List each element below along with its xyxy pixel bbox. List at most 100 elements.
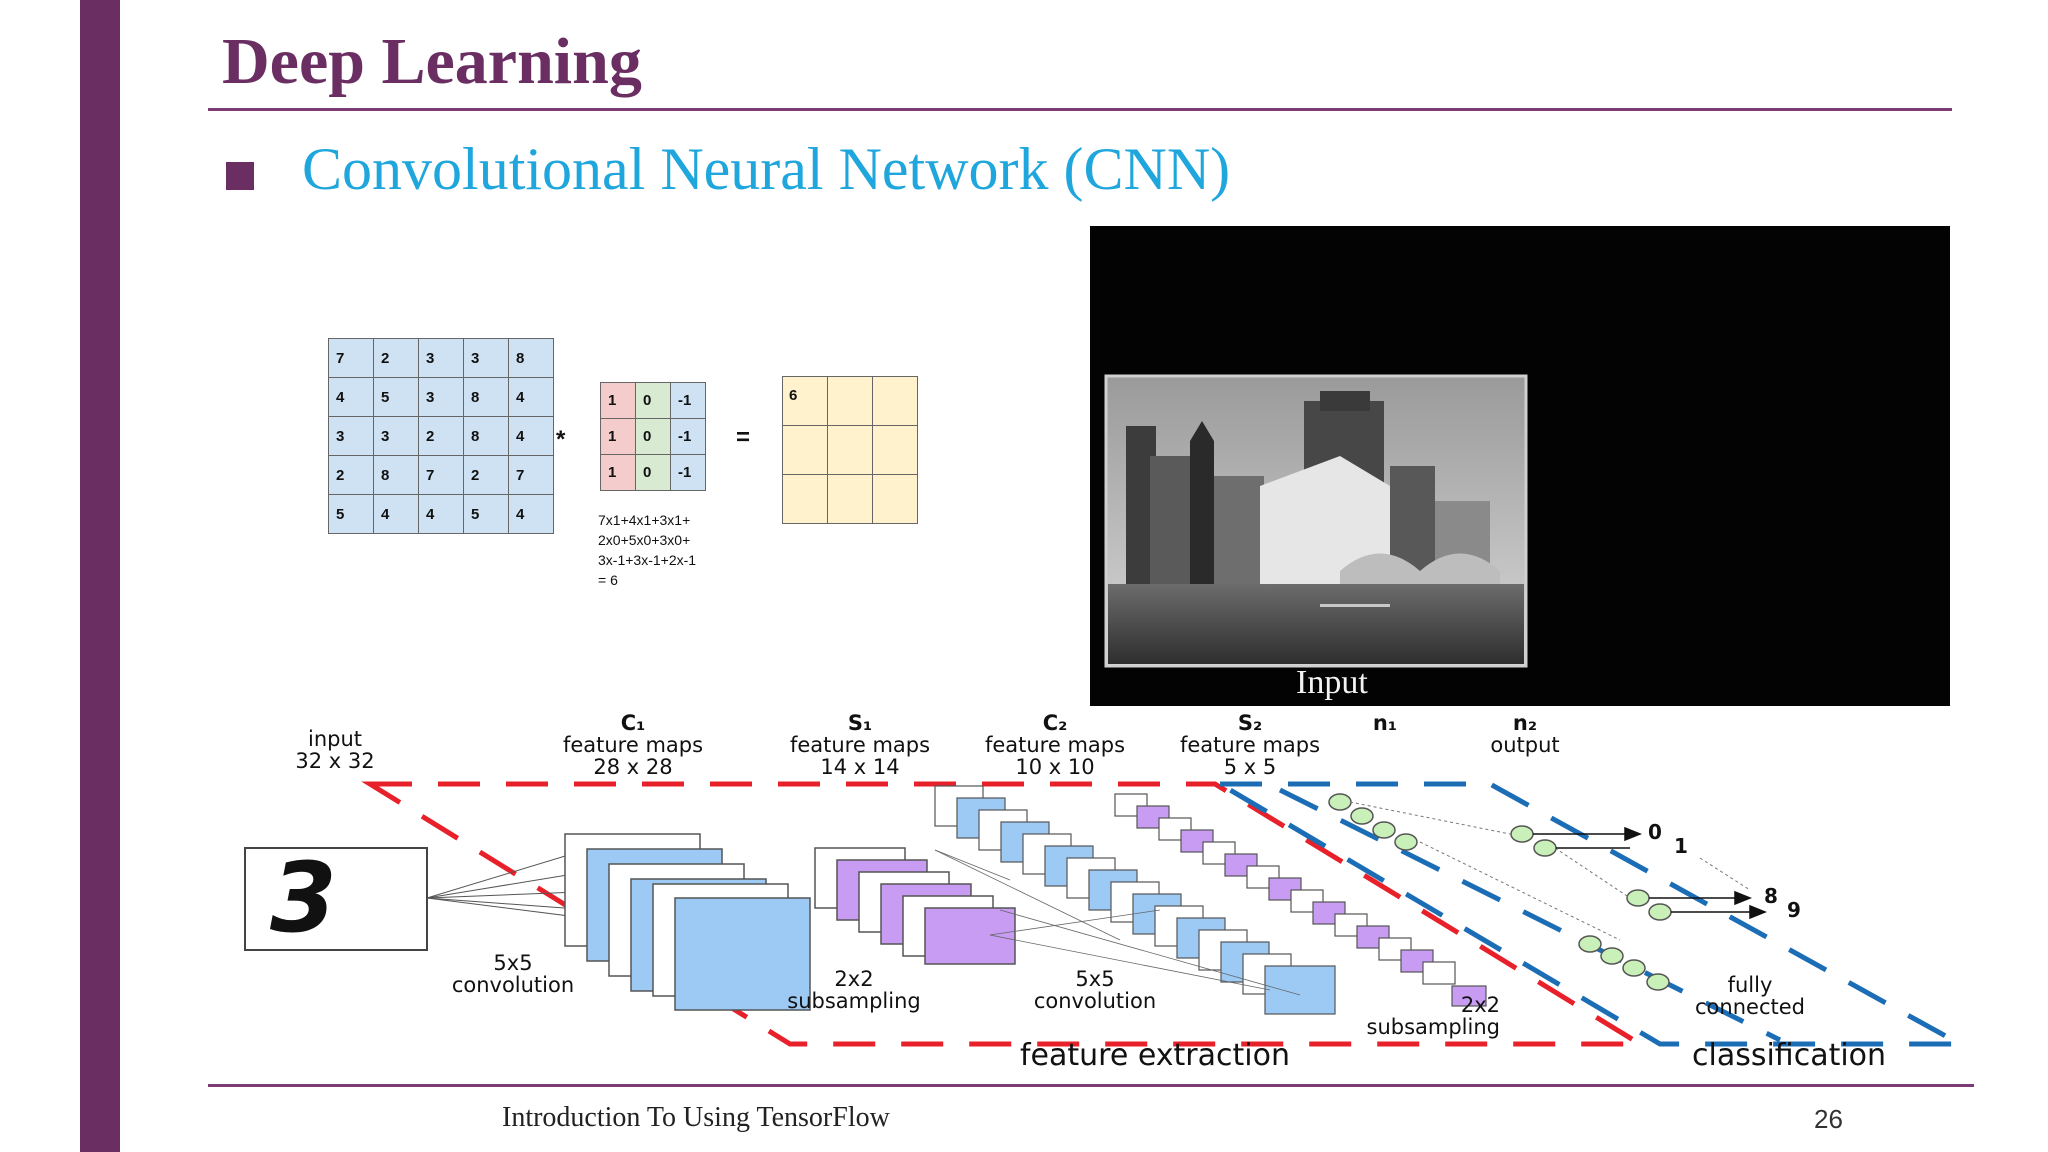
input-photo: Input bbox=[1090, 226, 1950, 706]
matrix-cell: -1 bbox=[670, 382, 706, 419]
output-digit: 8 bbox=[1764, 884, 1778, 908]
photo-caption: Input bbox=[1296, 664, 1368, 701]
matrix-cell: 3 bbox=[418, 377, 464, 417]
matrix-cell: 7 bbox=[418, 455, 464, 495]
matrix-cell: 4 bbox=[373, 494, 419, 534]
layer-name: C₁ bbox=[620, 711, 646, 735]
accent-sidebar bbox=[80, 0, 120, 1152]
layer-size: 28 x 28 bbox=[593, 755, 673, 780]
slide-title: Deep Learning bbox=[222, 25, 642, 98]
output-digit: 0 bbox=[1648, 820, 1662, 844]
equals-operator: = bbox=[736, 424, 751, 451]
footer-divider bbox=[208, 1084, 1974, 1087]
matrix-row bbox=[782, 474, 918, 524]
matrix-cell: -1 bbox=[670, 454, 706, 491]
layer-size: 10 x 10 bbox=[1015, 755, 1095, 780]
matrix-cell: 7 bbox=[508, 455, 554, 495]
layer-name: n₂ bbox=[1512, 711, 1538, 735]
layer-name: C₂ bbox=[1042, 711, 1068, 735]
layer-description: feature maps bbox=[1179, 733, 1321, 758]
input-digit: 3 bbox=[270, 842, 337, 954]
matrix-cell: 0 bbox=[635, 418, 671, 455]
matrix-cell bbox=[827, 474, 873, 524]
title-divider bbox=[208, 108, 1952, 111]
city-photo-image bbox=[1104, 374, 1528, 668]
matrix-cell: 8 bbox=[463, 416, 509, 456]
footer-title: Introduction To Using TensorFlow bbox=[502, 1102, 890, 1133]
matrix-cell: 0 bbox=[635, 382, 671, 419]
classification-label: classification bbox=[1692, 1038, 1887, 1073]
matrix-cell: 2 bbox=[328, 455, 374, 495]
output-matrix: 6 bbox=[782, 376, 918, 524]
feature-extraction-region bbox=[361, 781, 1649, 1047]
calculation-note: 7x1+4x1+3x1+ 2x0+5x0+3x0+ 3x-1+3x-1+2x-1… bbox=[598, 510, 696, 590]
matrix-cell: 3 bbox=[328, 416, 374, 456]
calculation-line: 2x0+5x0+3x0+ bbox=[598, 532, 691, 548]
bullet-text: Convolutional Neural Network (CNN) bbox=[302, 136, 1231, 202]
layer-description: output bbox=[1490, 733, 1560, 758]
layer-description: feature maps bbox=[984, 733, 1126, 758]
layer-name: S₁ bbox=[847, 711, 873, 735]
matrix-cell: 3 bbox=[373, 416, 419, 456]
matrix-cell bbox=[782, 474, 828, 524]
matrix-cell bbox=[827, 376, 873, 426]
matrix-cell: 4 bbox=[508, 494, 554, 534]
layer-description: feature maps bbox=[562, 733, 704, 758]
calculation-line: = 6 bbox=[598, 572, 618, 588]
layer-description: input bbox=[307, 727, 363, 752]
layer-size: 32 x 32 bbox=[295, 749, 375, 774]
matrix-cell: 3 bbox=[418, 338, 464, 378]
matrix-cell bbox=[872, 425, 918, 475]
matrix-cell: 4 bbox=[328, 377, 374, 417]
matrix-cell: 4 bbox=[418, 494, 464, 534]
feature-extraction-label: feature extraction bbox=[1020, 1038, 1290, 1073]
layer-size: 14 x 14 bbox=[820, 755, 900, 780]
calculation-line: 3x-1+3x-1+2x-1 bbox=[598, 552, 697, 568]
output-digit: 1 bbox=[1674, 834, 1688, 858]
matrix-cell: 7 bbox=[328, 338, 374, 378]
input-digit-box bbox=[244, 847, 428, 951]
matrix-cell: 0 bbox=[635, 454, 671, 491]
matrix-cell: 6 bbox=[782, 376, 828, 426]
layer-description: feature maps bbox=[789, 733, 931, 758]
matrix-cell: 2 bbox=[463, 455, 509, 495]
layer-name: n₁ bbox=[1372, 711, 1398, 735]
layer-name: S₂ bbox=[1237, 711, 1263, 735]
matrix-row: 6 bbox=[782, 376, 918, 426]
matrix-cell: 8 bbox=[463, 377, 509, 417]
multiply-operator: * bbox=[556, 426, 566, 453]
matrix-cell: 5 bbox=[373, 377, 419, 417]
layer-label-n1: n₁ bbox=[1345, 712, 1425, 734]
page-number: 26 bbox=[1814, 1104, 1843, 1134]
matrix-cell: 2 bbox=[373, 338, 419, 378]
matrix-cell: 4 bbox=[508, 377, 554, 417]
matrix-cell: 1 bbox=[600, 382, 636, 419]
calculation-line: 7x1+4x1+3x1+ bbox=[598, 512, 691, 528]
matrix-cell: 1 bbox=[600, 454, 636, 491]
matrix-cell bbox=[872, 474, 918, 524]
matrix-cell: 5 bbox=[463, 494, 509, 534]
matrix-cell bbox=[872, 376, 918, 426]
matrix-row bbox=[782, 425, 918, 475]
bullet-square-icon bbox=[226, 162, 254, 190]
